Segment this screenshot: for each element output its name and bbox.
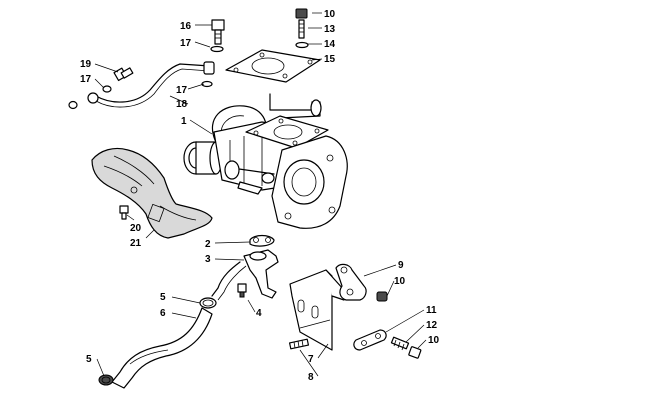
callout-4: 4: [256, 308, 262, 319]
hose-6: [111, 307, 213, 389]
banjo-fitting-left: [87, 92, 99, 104]
callout-3: 3: [205, 254, 211, 265]
callout-15: 15: [324, 54, 336, 65]
callout-10-middle: 10: [394, 276, 406, 287]
callout-18: 18: [176, 99, 188, 110]
gasket-15: [225, 49, 321, 83]
nut-10-bottom: [408, 346, 422, 359]
stud-8: [288, 338, 310, 350]
callout-5-lower: 5: [86, 354, 92, 365]
oil-return-tube-3: [211, 249, 279, 301]
bolt-4: [237, 283, 247, 298]
callout-13: 13: [324, 24, 336, 35]
clamp-5-upper: [199, 297, 217, 309]
washer-left-lower: [68, 100, 78, 110]
nut-10-middle: [376, 291, 388, 302]
callout-10-bottom: 10: [428, 335, 440, 346]
stud-13: [298, 19, 305, 39]
washer-17-left: [102, 85, 112, 93]
callout-17-right: 17: [176, 85, 188, 96]
callout-21: 21: [130, 238, 142, 249]
callout-19: 19: [80, 59, 92, 70]
callout-2: 2: [205, 239, 211, 250]
callout-12: 12: [426, 320, 438, 331]
plate-9: [335, 263, 367, 301]
callout-20: 20: [130, 223, 142, 234]
callout-8: 8: [308, 372, 314, 383]
callout-labels: 16 17 19 17 17 18 1 10 13 14 15 20 21 2 …: [80, 9, 440, 383]
callout-17-top: 17: [180, 38, 192, 49]
callout-14: 14: [324, 39, 336, 50]
leader-lines: [94, 12, 427, 377]
callout-1: 1: [181, 116, 187, 127]
callout-11: 11: [426, 305, 437, 316]
heat-shield-21: [91, 147, 213, 239]
clamp-5-lower: [98, 374, 114, 386]
screw-20: [119, 205, 129, 220]
callout-17-left: 17: [80, 74, 92, 85]
banjo-bolt-19: [113, 67, 134, 82]
nut-10-top: [295, 8, 308, 19]
washer-17-right: [201, 80, 213, 88]
callout-10-top: 10: [324, 9, 336, 20]
callout-9: 9: [398, 260, 404, 271]
stud-12: [390, 336, 410, 351]
oil-feed-line-18: [95, 61, 215, 108]
bracket-7: [289, 269, 345, 351]
turbocharger-1: [183, 93, 348, 229]
washer-14: [295, 41, 309, 49]
callout-16: 16: [180, 21, 192, 32]
gasket-2: [249, 234, 275, 247]
callout-6: 6: [160, 308, 166, 319]
washer-17-top: [210, 45, 224, 53]
washer-11: [353, 329, 387, 351]
banjo-bolt-16: [211, 19, 225, 45]
callout-5-upper: 5: [160, 292, 166, 303]
callout-7: 7: [308, 354, 314, 365]
